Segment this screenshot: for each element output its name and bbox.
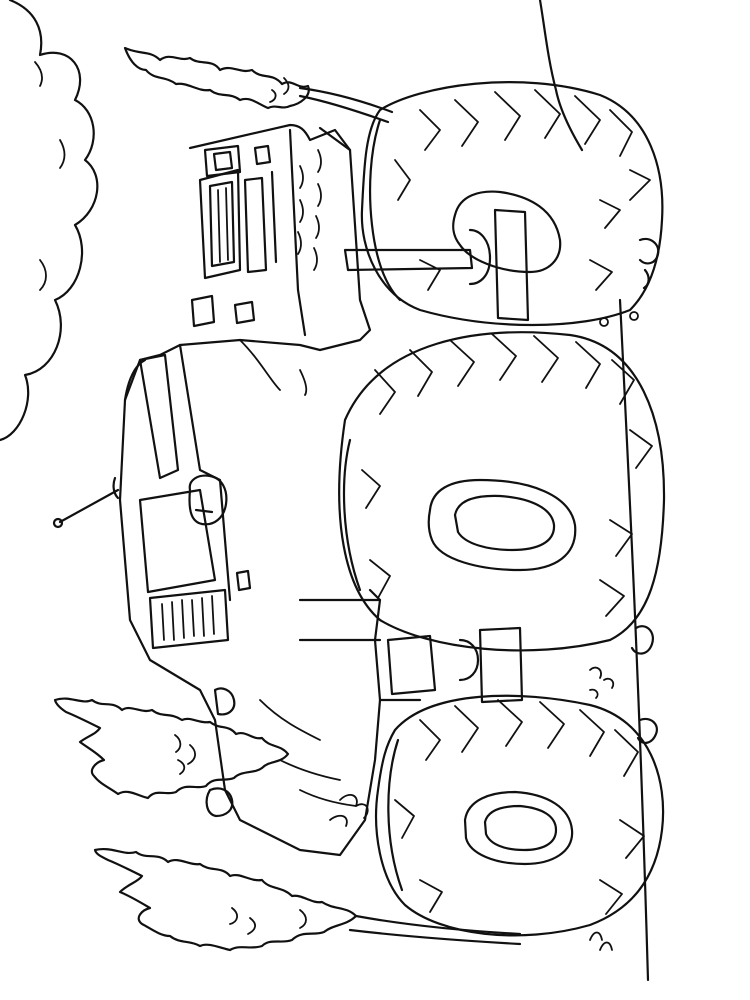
antenna-tip bbox=[52, 517, 64, 529]
middle-tire-tread bbox=[361, 333, 653, 617]
hood-vents bbox=[297, 149, 322, 271]
headlight bbox=[203, 144, 242, 178]
mud-dot bbox=[629, 311, 639, 321]
hood bbox=[288, 126, 352, 337]
mud-splash bbox=[589, 666, 615, 699]
grass-tuft bbox=[589, 931, 613, 951]
tree-mid bbox=[53, 697, 290, 800]
tree-bottom-detail bbox=[229, 907, 307, 935]
cloud-detail bbox=[34, 61, 66, 291]
middle-tire bbox=[338, 331, 666, 699]
ground-line bbox=[538, 0, 650, 982]
front-tire-tread bbox=[394, 89, 651, 291]
side-mirror bbox=[188, 474, 228, 526]
door-handle bbox=[235, 569, 252, 592]
rear-tire-splash bbox=[636, 717, 658, 744]
front-lower-panel bbox=[243, 170, 278, 274]
rear-bumper bbox=[213, 687, 236, 716]
windshield bbox=[138, 353, 180, 480]
front-tire bbox=[360, 81, 664, 327]
tree-mid-detail bbox=[174, 734, 196, 775]
roof bbox=[123, 343, 232, 602]
tree-top-detail bbox=[269, 77, 290, 103]
tree-bottom bbox=[93, 848, 358, 952]
fog-light bbox=[190, 294, 216, 328]
vent-panel bbox=[148, 588, 230, 650]
front-axle bbox=[343, 228, 492, 286]
middle-tire-splash bbox=[630, 625, 654, 655]
grass-under-truck bbox=[329, 793, 369, 827]
tree-top bbox=[123, 46, 310, 110]
tail-light bbox=[205, 787, 234, 818]
bumper-block-right bbox=[233, 300, 256, 325]
cloud bbox=[0, 0, 99, 442]
rear-tire bbox=[375, 694, 665, 951]
front-tire-splash bbox=[638, 237, 660, 290]
truck-bed bbox=[298, 598, 437, 702]
front-hub-shaft bbox=[493, 208, 530, 322]
rear-axle bbox=[458, 626, 524, 704]
tree-top-trunk bbox=[298, 86, 394, 124]
mud-dot bbox=[599, 317, 609, 327]
tree-bottom-trunk bbox=[348, 914, 522, 946]
antenna bbox=[58, 476, 120, 524]
truck-body-outline bbox=[118, 123, 382, 857]
body-panel-lines bbox=[239, 339, 357, 807]
grille-slats bbox=[217, 187, 229, 263]
bumper-block-left bbox=[253, 144, 272, 166]
vent-slats bbox=[161, 595, 215, 641]
rear-tire-tread bbox=[394, 699, 645, 915]
side-window bbox=[138, 488, 217, 594]
